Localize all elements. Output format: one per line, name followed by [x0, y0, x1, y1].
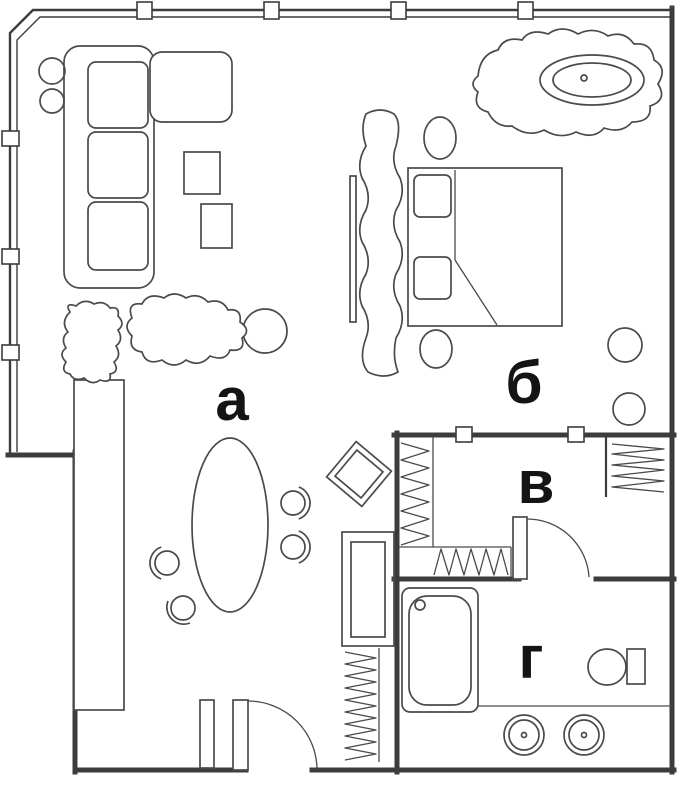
sink-drain [580, 731, 588, 739]
hanging-clothes-rack [400, 442, 430, 546]
double-bed [407, 167, 563, 327]
dining-table [191, 437, 269, 613]
chair-back [298, 530, 311, 564]
window-pier [517, 1, 534, 20]
room-labels: а б в г [215, 349, 554, 691]
chair-seat [154, 550, 180, 576]
bathtub-outer [401, 587, 479, 713]
ottoman-inner [333, 448, 385, 500]
plant-crown-inner [552, 62, 632, 98]
sink-basin [568, 719, 600, 751]
sofa-seat-cushion [87, 201, 149, 271]
window-pier [1, 130, 20, 147]
blanket-fold [454, 259, 498, 326]
side-table [38, 57, 66, 85]
chair-seat [280, 490, 306, 516]
plant-foliage [472, 28, 663, 137]
sink-rim [563, 714, 605, 756]
chair-seat [280, 534, 306, 560]
cabinet-inner [350, 541, 386, 638]
wall-notch [567, 426, 585, 443]
hallway [232, 531, 395, 771]
bathtub [401, 587, 479, 713]
sofa-seat-cushion [87, 61, 149, 129]
living-room [38, 45, 393, 711]
coat-rack [344, 651, 377, 761]
door-leaf [232, 699, 249, 771]
nightstand [419, 329, 453, 369]
dining-chair [280, 530, 311, 564]
hall-cabinet [341, 531, 395, 647]
room-label-bedroom: б [505, 349, 542, 416]
entry-door [232, 699, 318, 771]
interior-walls [199, 426, 677, 775]
side-table [39, 88, 65, 114]
toilet-bowl [587, 648, 627, 686]
window-pier [136, 1, 153, 20]
toilet-tank [626, 648, 646, 685]
sink-basin [508, 719, 540, 751]
sink [503, 714, 545, 756]
plant-crown-outer [539, 54, 645, 106]
nightstand [423, 116, 457, 160]
pillow [413, 256, 452, 300]
dining-chair [280, 486, 311, 520]
room-label-bathroom: г [519, 624, 544, 691]
window-pier [390, 1, 407, 20]
cabinet-outer [341, 531, 395, 647]
stool [607, 327, 643, 363]
sink-drain [520, 731, 528, 739]
entry-side-panel [199, 699, 215, 769]
dining-chair [149, 546, 180, 580]
dining-chair [166, 595, 196, 625]
plant-pot [242, 308, 288, 354]
door-leaf [512, 516, 528, 580]
wardrobe-room [399, 437, 665, 580]
chair-seat [170, 595, 196, 621]
pillow [413, 174, 452, 218]
tall-cabinet [73, 379, 125, 711]
sofa-seat-cushion [87, 131, 149, 199]
wall-notch [455, 426, 473, 443]
bathtub-drain [414, 599, 426, 611]
toilet [587, 648, 646, 686]
window-pier [1, 248, 20, 265]
hanging-clothes-rack [433, 548, 509, 576]
bathtub-inner [408, 595, 472, 706]
window-pier [1, 344, 20, 361]
chair-back [149, 546, 162, 580]
ottoman [325, 440, 393, 508]
chair-back [298, 486, 311, 520]
plant-stem [580, 74, 588, 82]
corner-sofa [63, 45, 233, 289]
window-wall-outer [8, 8, 674, 457]
sink-rim [503, 714, 545, 756]
bed-frame [407, 167, 563, 327]
wardrobe-door [512, 516, 590, 580]
headboard [358, 109, 404, 377]
hanging-clothes-rack [611, 443, 665, 493]
plant [126, 293, 248, 366]
window-pier [263, 1, 280, 20]
door-swing [526, 518, 590, 578]
chair-back [166, 600, 191, 625]
stool [612, 392, 646, 426]
door-swing [247, 700, 318, 771]
sink [563, 714, 605, 756]
ottoman-outer [325, 440, 393, 508]
window-wall-inner [16, 16, 670, 452]
decor-plant [472, 28, 663, 137]
coffee-table [200, 203, 233, 249]
room-label-wardrobe: в [518, 449, 555, 516]
coffee-table [183, 151, 221, 195]
sofa-chaise-cushion [149, 51, 233, 123]
tv-panel [349, 175, 357, 323]
bedroom [349, 28, 663, 426]
rug [61, 300, 123, 384]
bathroom [401, 587, 672, 756]
room-label-living: а [215, 366, 249, 433]
